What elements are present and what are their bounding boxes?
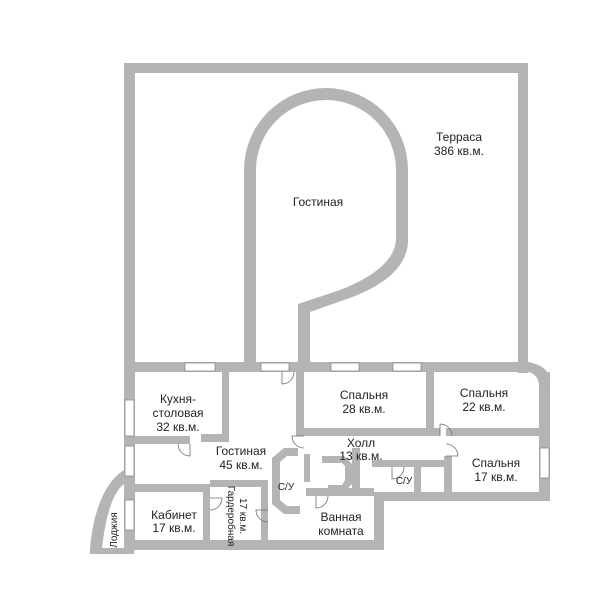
bedroom-17-name: Спальня [472, 456, 520, 470]
window-kitchen-side [124, 399, 135, 437]
wall-bed28-left [296, 372, 304, 434]
wall-bottom-right [374, 492, 550, 501]
wall-bottom-left [124, 540, 384, 550]
bedroom-17-area: 17 кв.м. [474, 470, 517, 484]
wardrobe-name: Гардеробная [225, 486, 237, 547]
wall-hall-curve [322, 456, 352, 492]
wall-bed28-bottom [296, 428, 440, 436]
bathroom-name-2: комната [318, 524, 364, 538]
wall-bed17-left [444, 456, 452, 498]
living-bottom-name: Гостиная [216, 444, 266, 458]
wall-kitchen-living [222, 372, 229, 442]
hall-area: 13 кв.м. [339, 449, 382, 463]
wc-left-name: С/У [278, 482, 295, 493]
bedroom-22-name: Спальня [460, 386, 508, 400]
wc-right-name: С/У [396, 476, 413, 487]
windows [124, 362, 550, 531]
window-living [260, 362, 290, 372]
kitchen-area: 32 кв.м. [156, 420, 199, 434]
wall-bath-right [374, 492, 384, 550]
wall-corner-curve [528, 362, 551, 385]
wall-kitchen-living-stub [201, 434, 229, 442]
door-bedroom22 [439, 423, 453, 437]
wall-wc-top [372, 460, 446, 467]
door-hall-living [291, 435, 305, 449]
loggia-walls [90, 470, 134, 554]
window-bedroom28-a [330, 362, 360, 372]
wall-wardrobe-top [210, 480, 268, 487]
wall-wc-left-shape [272, 448, 300, 514]
loggia-bottom-wall [90, 548, 134, 554]
wall-top [124, 63, 528, 73]
room-labels: Терраса 386 кв.м. Гостиная Кухня- столов… [109, 130, 520, 548]
door-living-terrace [281, 371, 295, 385]
wall-left-upper [124, 63, 135, 373]
hall-name: Холл [347, 436, 375, 450]
wall-bed22-bottom [446, 428, 539, 436]
window-study-side [124, 499, 135, 531]
window-kitchen [184, 362, 216, 372]
door-kitchen [177, 443, 191, 457]
door-wc-right [391, 466, 405, 480]
wall-hall-inner [304, 454, 310, 482]
bedroom-28-area: 28 кв.м. [342, 402, 385, 416]
door-wardrobe [209, 497, 223, 511]
wall-terrace-bottom [124, 362, 528, 372]
wall-hall-bath [352, 448, 360, 494]
terrace-name: Терраса [436, 130, 482, 144]
wall-study-top [135, 484, 210, 492]
bathroom-name-1: Ванная [320, 510, 361, 524]
window-living-side [124, 445, 135, 477]
study-name: Кабинет [151, 508, 197, 522]
wall-right-terrace [518, 63, 528, 373]
bedroom-28-name: Спальня [340, 388, 388, 402]
window-bedroom28-b [392, 362, 422, 372]
living-arch-walls [244, 88, 408, 372]
door-bedroom17 [445, 443, 459, 457]
terrace-area: 386 кв.м. [434, 144, 484, 158]
living-arch-wall [244, 88, 408, 372]
wall-bed28-right [426, 372, 434, 436]
loggia-curve-wall [90, 470, 124, 548]
wall-right-lower [539, 372, 550, 501]
door-study [255, 509, 269, 523]
study-area: 17 кв.м. [152, 521, 195, 535]
door-bathroom [315, 495, 329, 509]
loggia-name: Лоджия [109, 512, 120, 547]
living-bottom-area: 45 кв.м. [219, 458, 262, 472]
window-bedroom17 [539, 447, 550, 479]
wall-study-right [203, 484, 210, 540]
doors [177, 371, 459, 523]
bedroom-22-area: 22 кв.м. [462, 400, 505, 414]
kitchen-name-2: столовая [153, 406, 204, 420]
wall-kitchen-bottom [135, 436, 190, 444]
kitchen-name-1: Кухня- [160, 392, 196, 406]
wardrobe-area: 17 кв.м. [237, 498, 248, 534]
living-top-name: Гостиная [293, 195, 343, 209]
wall-wc-right [414, 460, 421, 498]
